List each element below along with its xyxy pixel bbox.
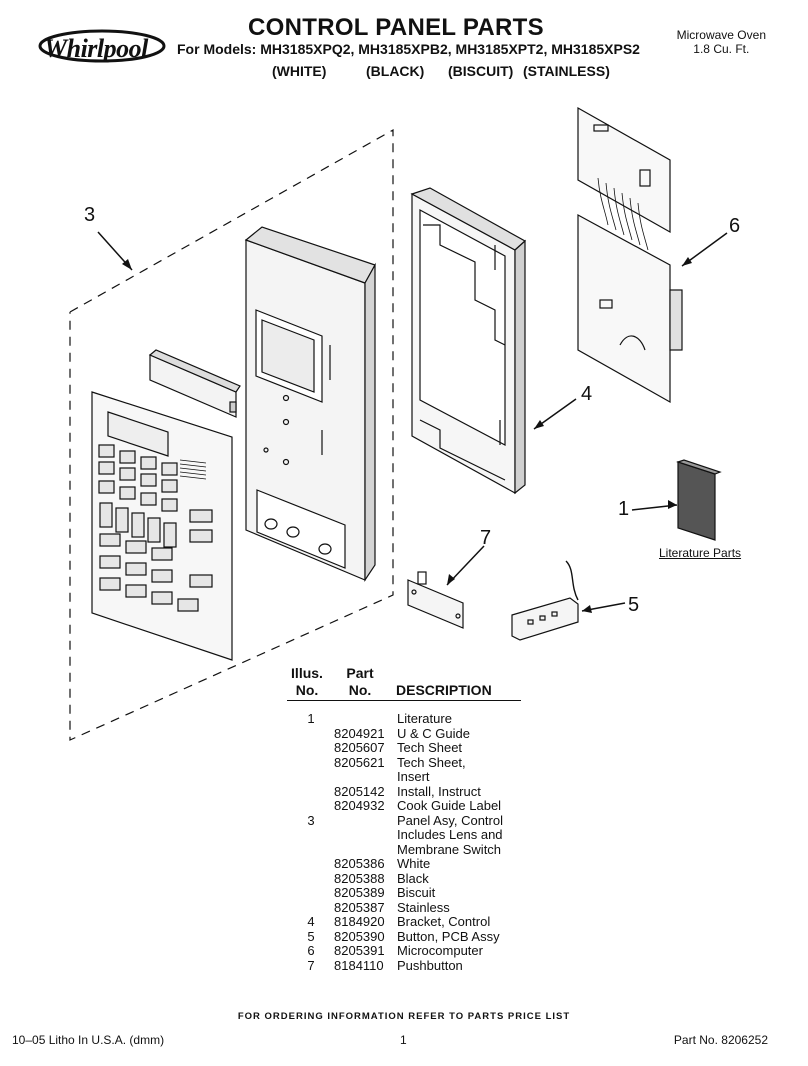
literature-part: [676, 459, 722, 541]
brand-name: Whirlpool: [44, 34, 148, 63]
part-no-cell: 8205391: [334, 943, 385, 958]
description-cell: Microcomputer: [397, 943, 483, 958]
dashed-enclosure: [69, 128, 394, 741]
color-label-stainless: (STAINLESS): [523, 63, 610, 79]
part-no-cell: 8205390: [334, 928, 385, 944]
literature-parts-label: Literature Parts: [659, 546, 742, 560]
color-label-black: (BLACK): [366, 63, 425, 79]
footer-litho: 10–05 Litho In U.S.A. (dmm): [12, 1033, 165, 1047]
callout-6: 6: [729, 215, 741, 237]
description-cell: Pushbutton: [397, 957, 463, 973]
part-no-cell: 8205142: [334, 783, 385, 799]
ordering-note: FOR ORDERING INFORMATION REFER TO PARTS …: [237, 1011, 571, 1022]
exploded-parts-diagram: [69, 106, 728, 741]
header-description: DESCRIPTION: [396, 682, 492, 698]
lens-part: [148, 349, 241, 418]
description-cell: Stainless: [397, 899, 450, 915]
illus-cell: 3: [307, 812, 315, 828]
color-label-white: (WHITE): [272, 63, 327, 79]
description-cell: Tech Sheet,: [397, 754, 466, 770]
models-line: For Models: MH3185XPQ2, MH3185XPB2, MH31…: [177, 41, 640, 57]
description-cell: Install, Instruct: [397, 783, 481, 799]
part-no-cell: 8205607: [334, 740, 385, 755]
part-no-cell: 8205389: [334, 885, 385, 900]
footer-page-number: 1: [400, 1033, 407, 1047]
description-cell: Tech Sheet: [397, 740, 463, 755]
product-info: Microwave Oven 1.8 Cu. Ft.: [677, 28, 766, 56]
illus-cell: 1: [307, 711, 315, 726]
header-part-no: Part No.: [346, 665, 374, 698]
control-panel-part: [244, 226, 376, 582]
illus-cell: 4: [307, 914, 315, 929]
description-cell: U & C Guide: [397, 725, 470, 741]
color-label-biscuit: (BISCUIT): [448, 63, 514, 79]
part-no-cell: 8204932: [334, 798, 385, 813]
pushbutton-part: [407, 571, 464, 629]
header-rule: [287, 700, 521, 701]
callout-3: 3: [84, 204, 96, 226]
part-no-cell: 8205387: [334, 899, 385, 915]
illus-cell: 5: [307, 928, 315, 944]
description-cell: Panel Asy, Control: [397, 812, 503, 828]
header-illus-no: Illus. No.: [291, 665, 323, 698]
description-cell: Insert: [397, 769, 430, 784]
description-cell: Bracket, Control: [397, 914, 491, 929]
description-cell: Cook Guide Label: [397, 798, 502, 813]
membrane-keypad-part: [91, 391, 233, 661]
footer-part-number: Part No. 8206252: [673, 1033, 768, 1047]
description-cell: Black: [397, 870, 429, 886]
part-no-cell: 8204921: [334, 725, 385, 741]
description-cell: Membrane Switch: [397, 841, 502, 857]
description-cell: Includes Lens and: [397, 827, 503, 842]
illus-cell: 6: [307, 943, 315, 958]
product-capacity: 1.8 Cu. Ft.: [693, 42, 750, 56]
part-no-cell: 8184920: [334, 914, 385, 929]
callout-4: 4: [581, 383, 593, 405]
part-no-cell: 8184110: [334, 957, 384, 973]
pcb-microcomputer-part: [577, 106, 683, 404]
callout-5: 5: [628, 594, 640, 616]
part-no-cell: 8205388: [334, 870, 385, 886]
description-cell: Biscuit: [397, 885, 436, 900]
description-cell: White: [397, 856, 431, 871]
product-name: Microwave Oven: [676, 28, 766, 42]
page-title: CONTROL PANEL PARTS: [248, 14, 544, 41]
logo-swoosh-icon: [38, 29, 166, 63]
part-no-cell: 8205386: [334, 856, 385, 871]
description-cell: Literature: [397, 711, 452, 726]
callout-1: 1: [618, 498, 630, 520]
whirlpool-logo: Whirlpool: [38, 22, 170, 80]
illus-cell: 7: [307, 957, 315, 973]
button-pcb-part: [511, 560, 579, 641]
callout-7: 7: [480, 527, 492, 549]
description-cell: Button, PCB Assy: [397, 928, 500, 944]
part-no-cell: 8205621: [334, 754, 385, 770]
bracket-part: [410, 187, 527, 495]
